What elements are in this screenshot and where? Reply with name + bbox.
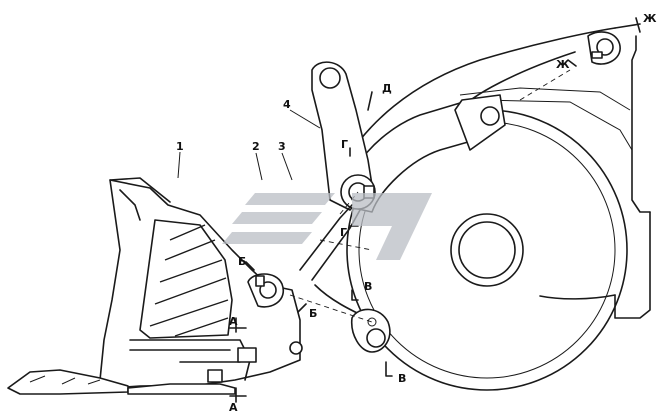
lift-arm bbox=[339, 31, 621, 213]
labels: 1 2 3 4 А А Б Б В В Г Г Д Ж Ж bbox=[176, 12, 657, 414]
section-v-top: В bbox=[364, 280, 372, 293]
dashed-lines bbox=[289, 69, 571, 323]
section-g-top: Г bbox=[341, 138, 348, 151]
section-b-right: Б bbox=[309, 307, 317, 320]
section-markers bbox=[177, 17, 641, 403]
section-b-left: Б bbox=[238, 255, 246, 268]
bucket bbox=[99, 177, 301, 389]
section-a-top: А bbox=[229, 315, 238, 328]
lower-rocker bbox=[350, 308, 391, 353]
watermark-emblem bbox=[222, 193, 432, 260]
callout-4: 4 bbox=[283, 98, 291, 111]
section-zh-right: Ж bbox=[643, 12, 657, 25]
section-a-bottom: А bbox=[229, 401, 238, 414]
section-d: Д bbox=[382, 82, 392, 95]
teeth bbox=[7, 369, 236, 395]
callout-2: 2 bbox=[252, 140, 260, 153]
callout-1: 1 bbox=[176, 140, 184, 153]
section-g-bottom: Г bbox=[340, 226, 347, 239]
callout-3: 3 bbox=[278, 140, 286, 153]
bellcrank bbox=[311, 61, 376, 211]
boom-frame bbox=[329, 23, 651, 319]
bucket-hinge bbox=[247, 273, 303, 355]
section-v-bottom: В bbox=[398, 372, 406, 385]
section-zh-left: Ж bbox=[556, 58, 570, 71]
